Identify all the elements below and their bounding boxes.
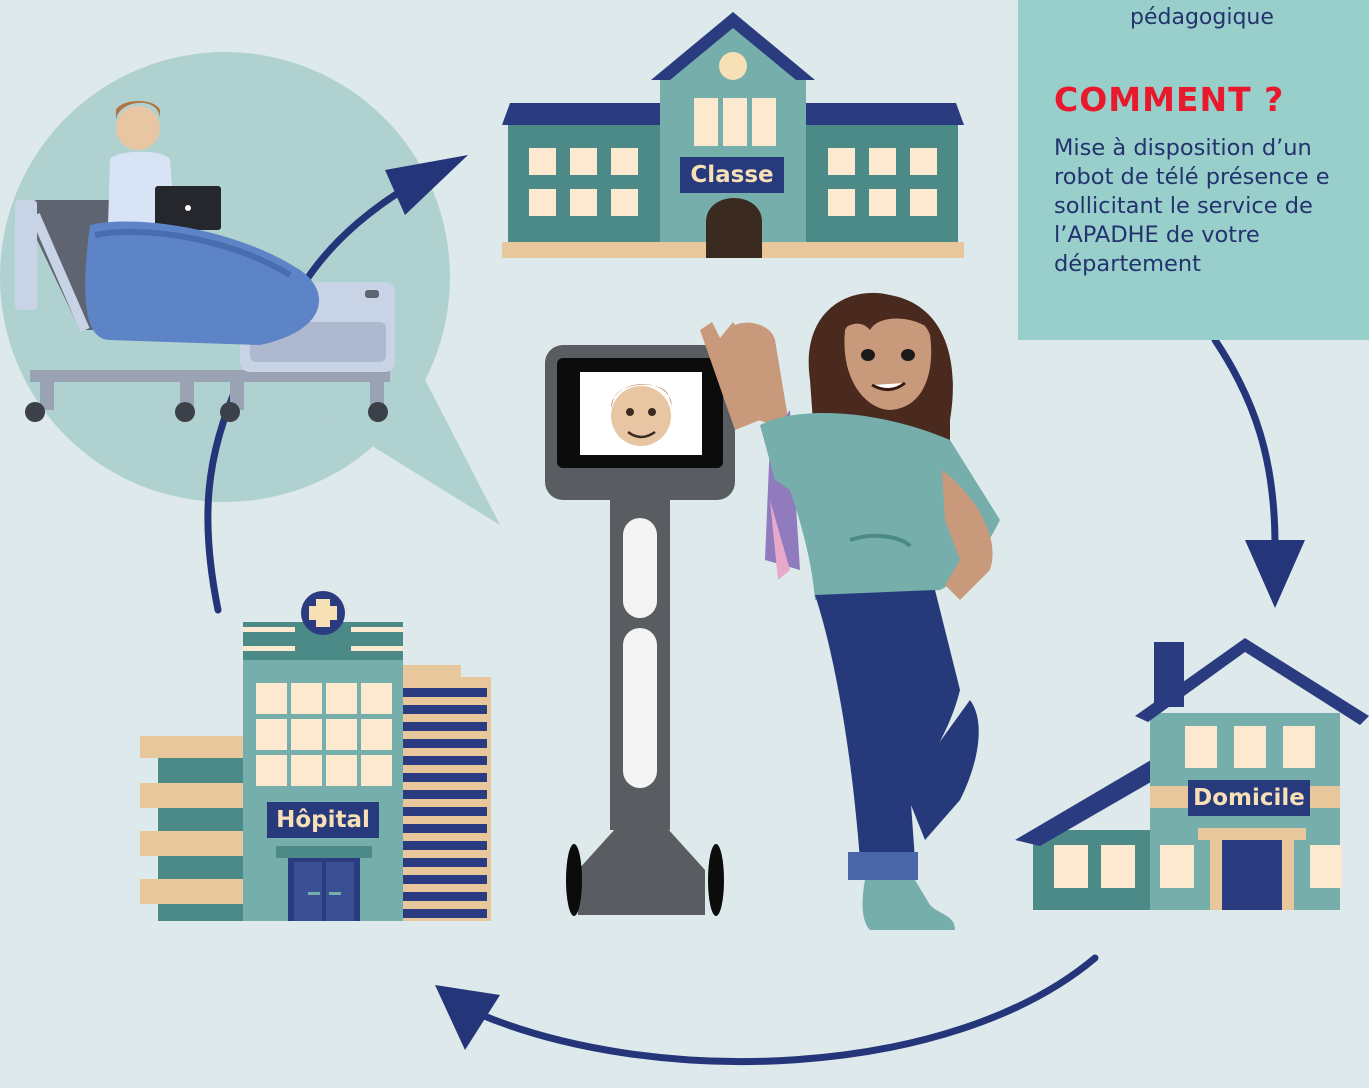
arrowhead-school bbox=[385, 155, 468, 215]
arrowheads bbox=[385, 155, 1305, 1050]
info-panel: pédagogique COMMENT ? Mise à disposition… bbox=[1018, 0, 1369, 340]
info-body-line: Mise à disposition d’un bbox=[1054, 135, 1312, 161]
arrow-school-to-home bbox=[1211, 336, 1279, 549]
home-sign: Domicile bbox=[1188, 780, 1310, 816]
student-girl bbox=[700, 292, 1000, 930]
info-body-line: l’APADHE de votre bbox=[1054, 222, 1260, 248]
info-body-line: département bbox=[1054, 251, 1201, 277]
info-heading: COMMENT ? bbox=[1054, 80, 1285, 119]
info-body: Mise à disposition d’un robot de télé pr… bbox=[1054, 134, 1369, 279]
info-body-line: robot de télé présence e bbox=[1054, 164, 1330, 190]
hospital-building bbox=[140, 591, 491, 921]
telepresence-robot bbox=[545, 345, 735, 916]
school-sign: Classe bbox=[680, 157, 784, 193]
arrowhead-hospital bbox=[435, 985, 500, 1050]
arrowhead-home bbox=[1245, 540, 1305, 608]
info-top-text: pédagogique bbox=[1130, 5, 1274, 30]
info-body-line: sollicitant le service de bbox=[1054, 193, 1313, 219]
hospital-bed-scene bbox=[15, 101, 395, 422]
hospital-sign: Hôpital bbox=[267, 802, 379, 838]
school-building bbox=[502, 12, 964, 258]
home-building bbox=[1015, 638, 1369, 910]
arrow-home-to-hospital bbox=[466, 954, 1099, 1065]
